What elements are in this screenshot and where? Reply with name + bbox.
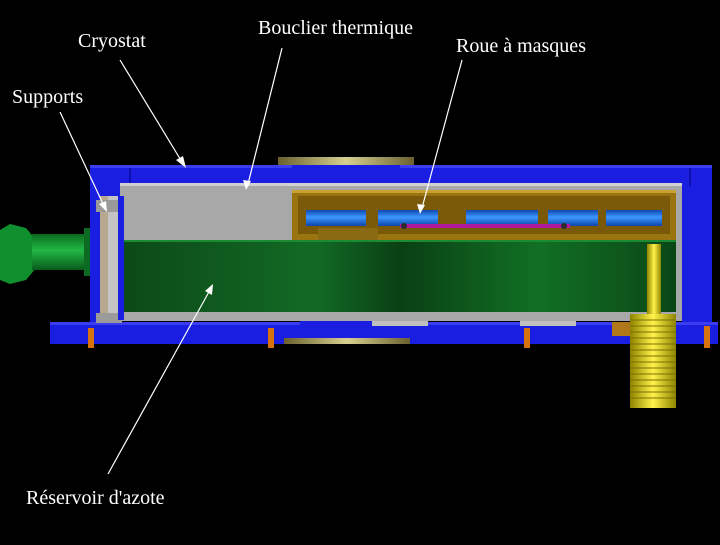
bolts xyxy=(88,322,710,348)
supports xyxy=(96,196,124,323)
arrow-roue xyxy=(421,59,463,209)
label-cryostat: Cryostat xyxy=(78,30,146,52)
arrowhead-roue xyxy=(417,204,425,214)
arrow-cryostat xyxy=(119,59,183,163)
arrowhead-supports xyxy=(99,201,107,212)
connector-green xyxy=(0,224,90,284)
annotation-arrows xyxy=(59,47,463,475)
arrow-bouclier xyxy=(247,47,283,185)
label-reservoir-azote: Réservoir d'azote xyxy=(26,487,165,509)
label-supports: Supports xyxy=(12,86,84,108)
bottom-flange xyxy=(284,318,576,344)
label-bouclier-thermique: Bouclier thermique xyxy=(258,17,413,39)
arrowhead-bouclier xyxy=(243,180,251,190)
nitrogen-tank xyxy=(124,228,676,312)
top-flange xyxy=(278,157,414,179)
label-roue-a-masques: Roue à masques xyxy=(456,35,586,57)
arrowhead-cryostat xyxy=(176,156,186,168)
arrowhead-reservoir xyxy=(205,284,213,295)
feedthrough xyxy=(630,244,676,408)
arrow-supports xyxy=(59,111,105,207)
arrow-reservoir xyxy=(107,289,211,475)
mask-wheel xyxy=(306,210,662,229)
